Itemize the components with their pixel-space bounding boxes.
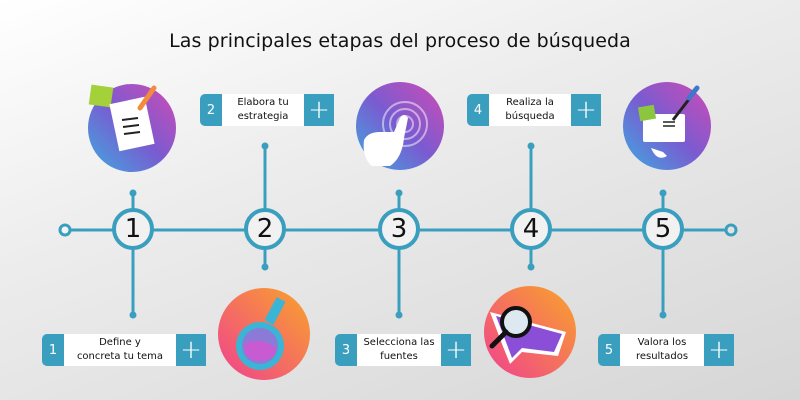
step-number-badge: 1: [42, 334, 64, 366]
notes-pencil-icon: [88, 84, 176, 172]
expand-step-3-button[interactable]: +: [441, 334, 471, 366]
step-number-badge: 2: [200, 94, 222, 126]
step-node-2: 2: [244, 208, 286, 250]
plus-icon: +: [708, 335, 730, 365]
plus-icon: +: [180, 335, 202, 365]
plus-icon: +: [445, 335, 467, 365]
step-node-5: 5: [642, 208, 684, 250]
step-node-3: 3: [378, 208, 420, 250]
step-node-1: 1: [112, 208, 154, 250]
magnifier-map-icon: [484, 286, 576, 378]
timeline-end-marker: [724, 223, 738, 237]
step-number-badge: 3: [335, 334, 357, 366]
step-number-badge: 4: [467, 94, 489, 126]
plus-icon: +: [575, 95, 597, 125]
expand-step-4-button[interactable]: +: [571, 94, 601, 126]
pointing-hand-icon: [356, 82, 444, 170]
expand-step-1-button[interactable]: +: [176, 334, 206, 366]
step-node-4: 4: [510, 208, 552, 250]
timeline-start-marker: [58, 223, 72, 237]
flask-icon: [218, 288, 310, 380]
expand-step-2-button[interactable]: +: [304, 94, 334, 126]
plus-icon: +: [308, 95, 330, 125]
step-number-badge: 5: [598, 334, 620, 366]
page-title: Las principales etapas del proceso de bú…: [169, 30, 631, 52]
expand-step-5-button[interactable]: +: [704, 334, 734, 366]
document-pen-icon: [623, 82, 711, 170]
